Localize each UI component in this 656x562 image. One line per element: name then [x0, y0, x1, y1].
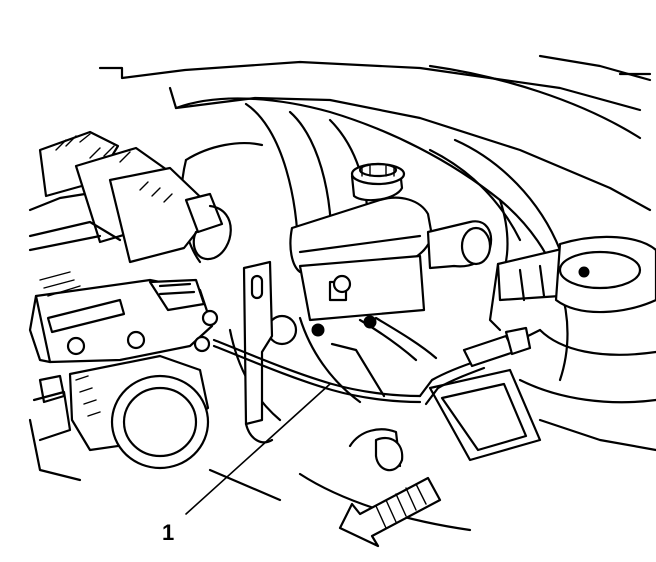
- brake-pipe: [212, 316, 542, 406]
- body-panel-lines: [28, 54, 652, 212]
- brake-booster: [174, 97, 569, 422]
- mounting-bracket: [242, 260, 274, 444]
- direction-arrow-icon: [338, 476, 442, 548]
- callout-leader-line: [185, 383, 331, 515]
- abs-pump-assembly: [28, 271, 219, 482]
- wiring-harness: [28, 130, 232, 264]
- lower-body-lines: [208, 368, 656, 532]
- right-strut-tower: [488, 235, 656, 404]
- callout-label: 1: [162, 520, 174, 545]
- master-cylinder: [266, 162, 493, 346]
